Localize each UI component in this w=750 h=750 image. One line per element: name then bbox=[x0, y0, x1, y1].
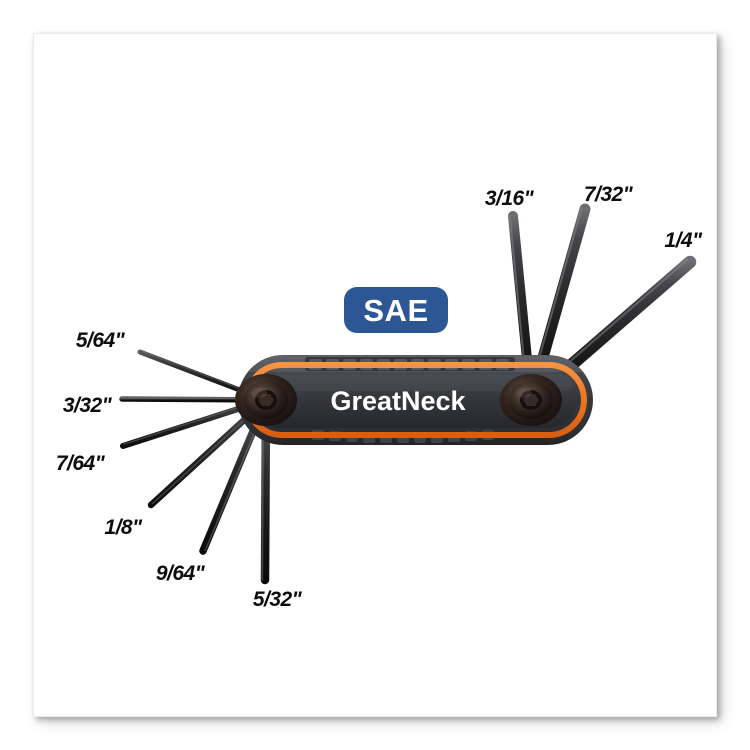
size-label-3-32: 3/32" bbox=[62, 394, 112, 417]
sae-badge-label: SAE bbox=[363, 292, 429, 328]
size-label-9-64: 9/64" bbox=[155, 562, 205, 585]
size-label-1-8: 1/8" bbox=[104, 516, 142, 539]
size-label-1-4: 1/4" bbox=[664, 229, 702, 252]
size-label-5-64: 5/64" bbox=[75, 329, 125, 352]
size-label-3-16: 3/16" bbox=[484, 187, 534, 210]
size-label-5-32: 5/32" bbox=[252, 588, 302, 611]
sae-standard-badge: SAE bbox=[344, 287, 448, 333]
brand-logo-text: GreatNeck bbox=[330, 386, 466, 416]
tool-handle: GreatNeck bbox=[235, 355, 593, 445]
right-pivot-screw bbox=[500, 374, 562, 426]
size-label-7-32: 7/32" bbox=[583, 183, 633, 206]
left-pivot-screw bbox=[235, 374, 297, 426]
size-label-7-64: 7/64" bbox=[55, 452, 105, 475]
